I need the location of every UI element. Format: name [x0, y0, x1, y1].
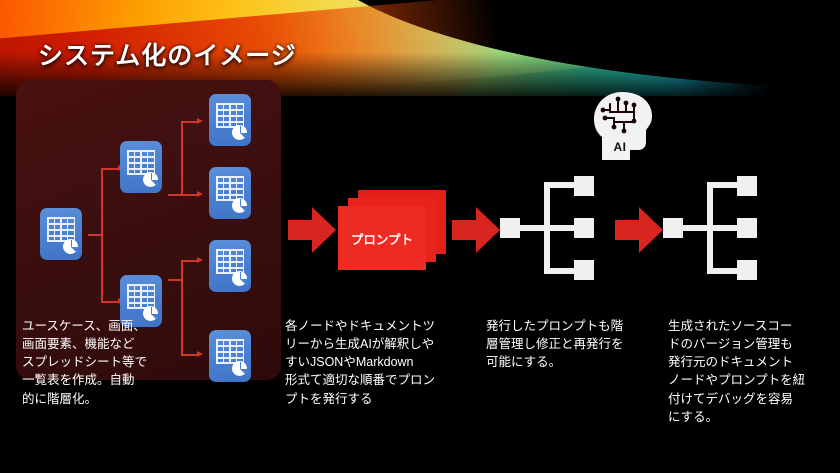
tree-child-node: [737, 218, 757, 238]
spreadsheet-icon[interactable]: [120, 141, 162, 193]
connector-leafbus1-v: [181, 121, 183, 195]
arrow-shaft: [452, 220, 478, 240]
tree-branch-bottom: [544, 268, 574, 274]
connector-mid2-h: [168, 279, 182, 281]
arrow-to-prompt: [288, 207, 336, 253]
tree-branch-top: [544, 182, 574, 188]
arrowhead-leaf4: [197, 351, 203, 357]
grid-glyph: [216, 249, 244, 274]
arrowhead-leaf2: [197, 191, 203, 197]
spreadsheet-icon[interactable]: [209, 240, 251, 292]
arrow-to-prompt-tree: [452, 207, 500, 253]
connector-to-leaf3: [181, 260, 198, 262]
arrowhead-leaf1: [197, 118, 203, 124]
spreadsheet-icon[interactable]: [209, 167, 251, 219]
tree-root-link: [520, 225, 548, 231]
grid-glyph: [216, 176, 244, 201]
tree-root-node: [500, 218, 520, 238]
tree-child-node: [574, 260, 594, 280]
grid-glyph: [216, 103, 244, 128]
ai-head-svg: [594, 92, 652, 160]
connector-to-mid1: [101, 168, 119, 170]
caption-source-version: 生成されたソースコー ドのバージョン管理も 発行元のドキュメント ノードやプロン…: [668, 319, 806, 424]
source-tree: [663, 176, 779, 280]
arrow-shaft: [288, 220, 314, 240]
spreadsheet-icon[interactable]: [40, 208, 82, 260]
spreadsheet-icon[interactable]: [120, 275, 162, 327]
connector-to-leaf2: [181, 194, 198, 196]
tree-root-node: [663, 218, 683, 238]
prompt-card-label: プロンプト: [350, 232, 414, 247]
arrow-head: [639, 207, 663, 253]
tree-branch-mid: [544, 225, 574, 231]
ai-brain-head-icon: AI: [586, 88, 658, 168]
page-title: システム化のイメージ: [38, 42, 297, 70]
pie-chart-glyph: [232, 361, 247, 376]
pie-chart-glyph: [143, 306, 158, 321]
ai-label: AI: [613, 140, 627, 154]
connector-bus-v: [101, 168, 103, 302]
connector-mid1-h: [168, 194, 182, 196]
tree-branch-bottom: [707, 268, 737, 274]
spreadsheet-icon[interactable]: [209, 330, 251, 382]
prompt-tree: [500, 176, 616, 280]
grid-glyph: [127, 150, 155, 175]
pie-chart-glyph: [232, 271, 247, 286]
tree-child-node: [574, 218, 594, 238]
pie-chart-glyph: [143, 172, 158, 187]
connector-leafbus2-v: [181, 260, 183, 355]
pie-chart-glyph: [232, 198, 247, 213]
caption-prompt-generation: 各ノードやドキュメントツ リーから生成AIが解釈しや すいJSONやMarkdo…: [285, 319, 436, 406]
tree-child-node: [737, 260, 757, 280]
spreadsheet-icon[interactable]: [209, 94, 251, 146]
caption-prompt-management: 発行したプロンプトも階 層管理し修正と再発行を 可能にする。: [486, 319, 624, 370]
connector-to-leaf4: [181, 354, 198, 356]
grid-glyph: [127, 284, 155, 309]
tree-child-node: [737, 176, 757, 196]
prompt-card-front: [338, 206, 426, 270]
arrow-to-source-tree: [615, 207, 663, 253]
connector-to-mid2: [101, 301, 119, 303]
arrow-head: [312, 207, 336, 253]
tree-branch-mid: [707, 225, 737, 231]
grid-glyph: [47, 217, 75, 242]
caption-usecase: ユースケース、画面、 画面要素、機能など スプレッドシート等で 一覧表を作成。自…: [22, 319, 148, 406]
connector-to-leaf1: [181, 121, 198, 123]
arrow-head: [476, 207, 500, 253]
grid-glyph: [216, 339, 244, 364]
pie-chart-glyph: [63, 239, 78, 254]
arrow-shaft: [615, 220, 641, 240]
tree-root-link: [683, 225, 711, 231]
connector-root-h: [88, 234, 102, 236]
arrowhead-leaf3: [197, 257, 203, 263]
prompt-card-stack[interactable]: プロンプト: [338, 190, 446, 272]
tree-branch-top: [707, 182, 737, 188]
tree-child-node: [574, 176, 594, 196]
pie-chart-glyph: [232, 125, 247, 140]
